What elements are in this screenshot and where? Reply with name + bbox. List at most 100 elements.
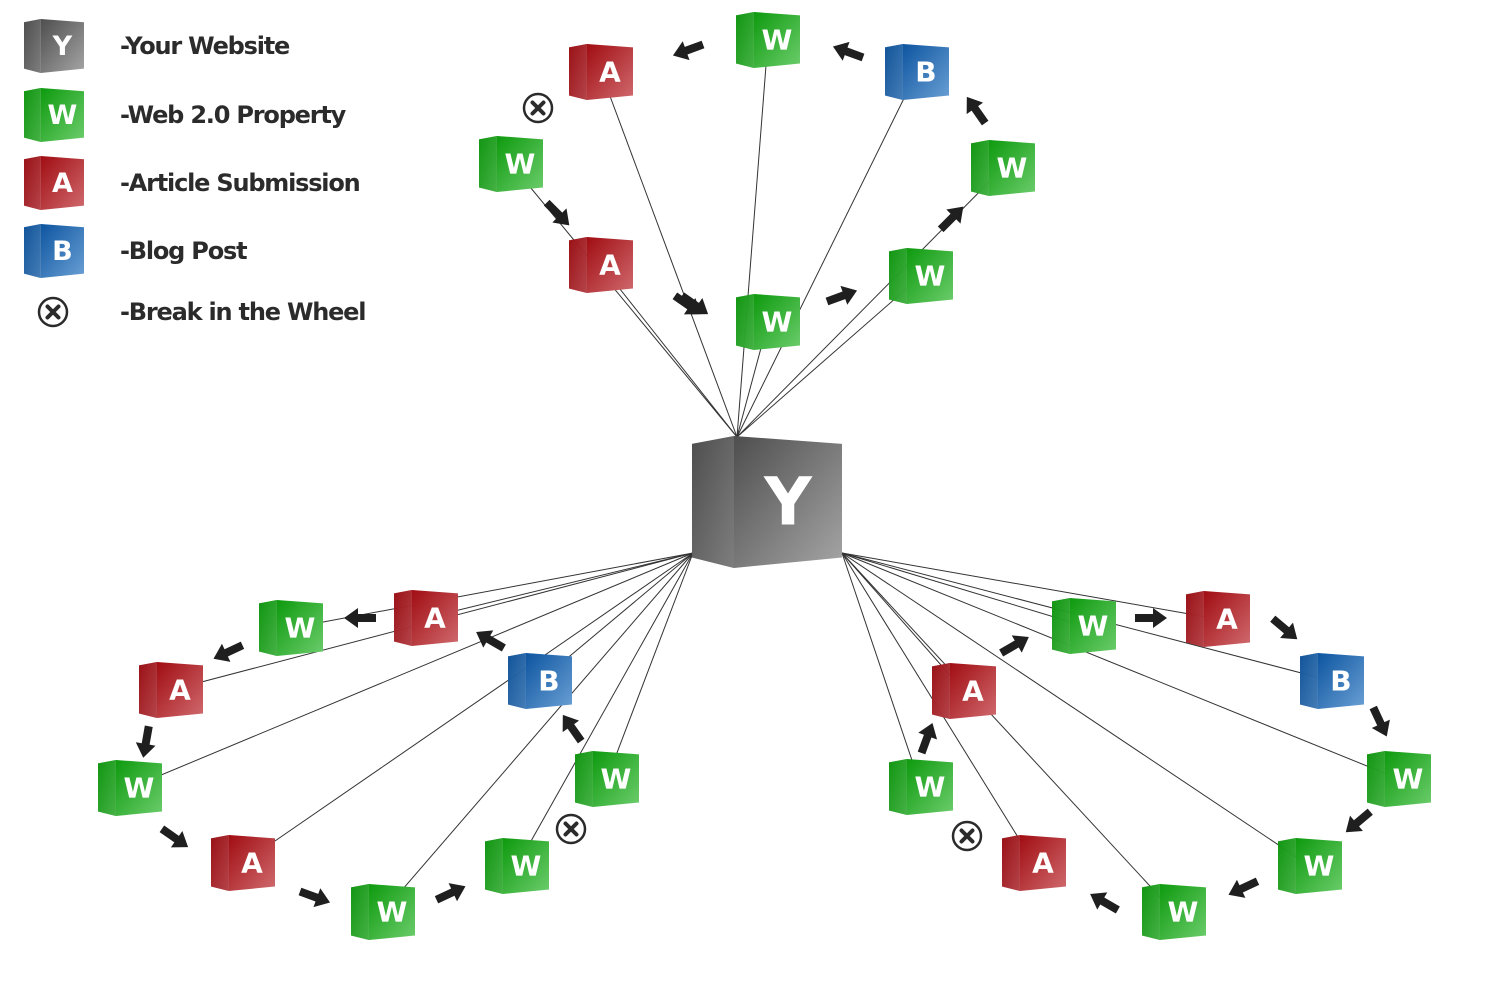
legend-label: -Break in the Wheel — [120, 298, 366, 326]
website-cube-icon: Y — [24, 19, 84, 73]
cube-letter: B — [52, 236, 73, 267]
cube-letter: W — [762, 24, 793, 57]
cube-letter: W — [762, 306, 793, 339]
legend-label: -Blog Post — [120, 237, 248, 265]
flow-arrow-icon — [832, 41, 865, 62]
cube-letter: A — [52, 168, 73, 199]
article-node: A — [932, 663, 996, 719]
web20-node: W — [1367, 751, 1431, 807]
connection-line — [516, 552, 694, 867]
connection-line — [425, 552, 694, 619]
web20-node: W — [736, 12, 800, 68]
web20-node: W — [1052, 598, 1116, 654]
flow-arrow-icon — [999, 635, 1029, 657]
cube-letter: A — [169, 674, 191, 707]
connection-line — [841, 552, 1085, 627]
article-node: A — [1186, 591, 1250, 647]
legend-item-blog: B -Blog Post — [22, 223, 248, 279]
web20-cube-icon: W — [24, 88, 84, 142]
blog-node: B — [885, 44, 949, 100]
cube-letter: B — [1330, 665, 1351, 698]
connection-line — [736, 71, 918, 438]
legend-label: -Web 2.0 Property — [120, 101, 346, 129]
cube-letter: A — [962, 675, 984, 708]
flow-arrow-icon — [543, 199, 570, 226]
cube-letter: Y — [52, 31, 73, 62]
web20-node: W — [971, 140, 1035, 196]
flow-arrow-icon — [672, 292, 702, 315]
your-website-hub-cube: Y — [692, 436, 842, 568]
web20-node: W — [1142, 884, 1206, 940]
connection-line — [600, 71, 738, 438]
connection-line — [600, 264, 738, 438]
legend-item-website: Y -Your Website — [22, 18, 290, 74]
connection-line — [841, 552, 1311, 867]
flow-arrow-icon — [1090, 892, 1120, 914]
break-in-wheel-icon — [951, 820, 983, 852]
cube-letter: W — [1078, 610, 1109, 643]
cube-letter: Y — [763, 463, 813, 540]
flow-arrows — [135, 40, 1390, 914]
cube-letter: W — [285, 612, 316, 645]
flow-arrow-icon — [1270, 615, 1298, 640]
connection-line — [841, 552, 1175, 913]
connection-line — [841, 552, 922, 788]
cube-letter: W — [511, 850, 542, 883]
cube-letter: A — [424, 602, 446, 635]
legend-item-article: A -Article Submission — [22, 155, 361, 211]
web20-cube: W — [24, 88, 84, 142]
connection-line — [841, 552, 1219, 620]
article-node: A — [569, 237, 633, 293]
article-node: A — [569, 44, 633, 100]
cube-letter: W — [48, 100, 78, 131]
web20-node: W — [889, 248, 953, 304]
flow-arrow-icon — [1135, 608, 1167, 628]
cube-letter: W — [1304, 850, 1335, 883]
web20-node: W — [575, 751, 639, 807]
cube-letter: A — [241, 847, 263, 880]
web20-node: W — [351, 884, 415, 940]
article-cube-icon: A — [24, 156, 84, 210]
cube-letter: W — [124, 772, 155, 805]
flow-arrow-icon — [825, 285, 858, 306]
cube-letter: W — [601, 763, 632, 796]
flow-arrow-icon — [213, 641, 245, 662]
website-cube: Y — [24, 19, 84, 73]
flow-arrow-icon — [298, 887, 331, 908]
cube-letter: B — [915, 56, 936, 89]
article-cube: A — [24, 156, 84, 210]
cube-letter: B — [538, 665, 559, 698]
connection-line — [129, 552, 694, 789]
web20-node: W — [1278, 838, 1342, 894]
web20-node: W — [736, 294, 800, 350]
cube-letter: A — [599, 56, 621, 89]
blog-cube-icon: B — [24, 224, 84, 278]
connection-line — [736, 39, 769, 438]
hub-node: Y — [692, 436, 842, 568]
flow-arrow-icon — [562, 714, 585, 744]
cube-letter: A — [1216, 603, 1238, 636]
article-node: A — [394, 590, 458, 646]
flow-arrow-icon — [937, 206, 964, 233]
cube-letter: A — [599, 249, 621, 282]
web20-node: W — [889, 759, 953, 815]
flow-arrow-icon — [917, 722, 938, 755]
cube-letter: A — [1032, 847, 1054, 880]
flow-arrow-icon — [476, 630, 506, 652]
flow-arrow-icon — [135, 725, 156, 758]
article-node: A — [1002, 835, 1066, 891]
cube-letter: W — [997, 152, 1028, 185]
blog-cube: B — [24, 224, 84, 278]
break-icon — [37, 296, 69, 328]
legend-item-web20: W -Web 2.0 Property — [22, 87, 346, 143]
break-in-wheel-icon — [555, 813, 587, 845]
flow-arrow-icon — [434, 883, 466, 904]
break-markers — [522, 92, 983, 852]
connection-line — [606, 552, 694, 780]
cube-letter: W — [1393, 763, 1424, 796]
web20-node: W — [479, 136, 543, 192]
legend-label: -Your Website — [120, 32, 290, 60]
flow-arrow-icon — [159, 825, 189, 848]
flow-arrow-icon — [672, 40, 705, 61]
